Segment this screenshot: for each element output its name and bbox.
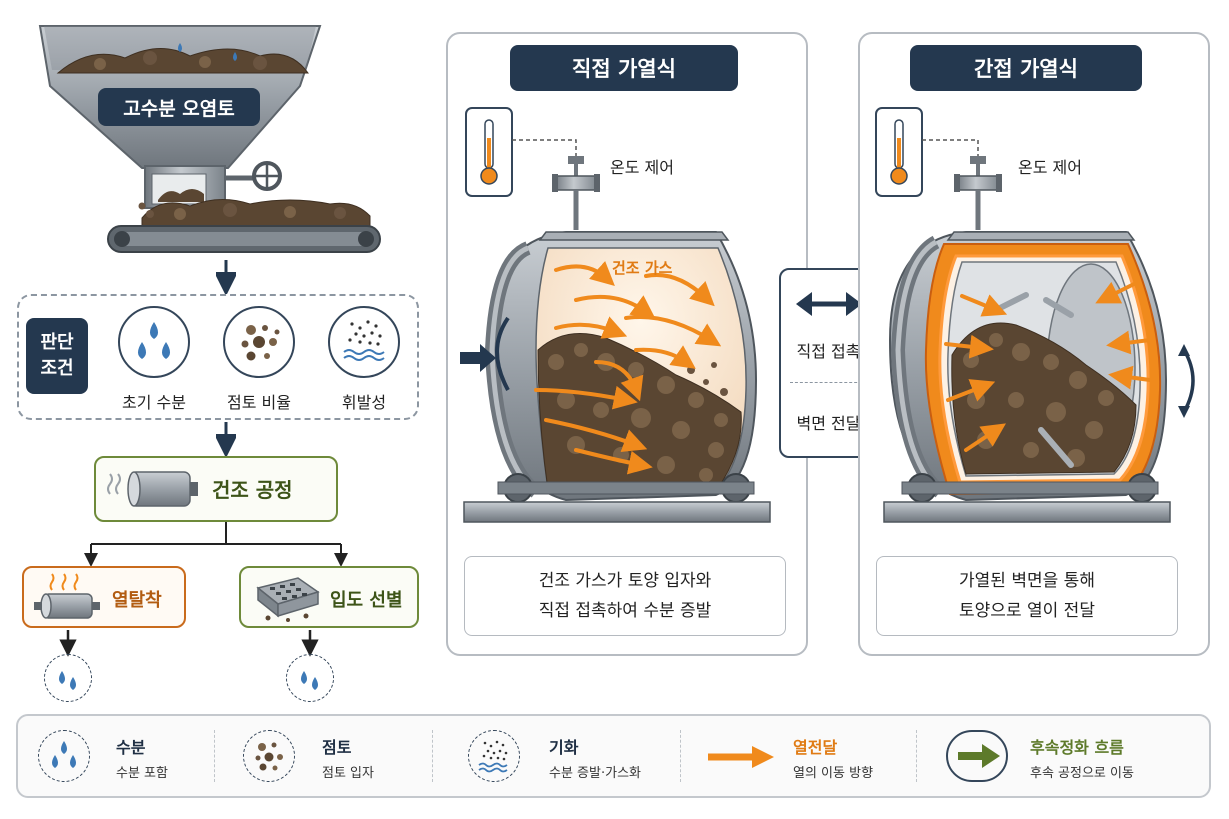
vapor-icon <box>478 740 508 773</box>
orange-arrow-icon <box>708 746 774 768</box>
comparison-divider <box>790 382 867 383</box>
legend-flow-desc: 후속 공정으로 이동 <box>1030 766 1134 781</box>
legend-green-circle <box>946 730 1008 782</box>
comparison-top-label: 직접 접촉 <box>796 342 861 361</box>
thermal-desorption-label: 열탈착 <box>112 590 162 611</box>
sieve-screen-icon <box>256 577 320 622</box>
direct-caption-line2: 직접 접촉하여 수분 증발 <box>538 601 712 621</box>
output-water-circle-2 <box>286 654 334 702</box>
clay-particles-icon <box>241 325 280 361</box>
indirect-temp-label: 온도 제어 <box>1018 158 1082 177</box>
legend-flow-title: 후속정화 흐름 <box>1030 738 1124 757</box>
legend-water-circle <box>38 730 90 782</box>
direct-temp-label: 온도 제어 <box>610 158 674 177</box>
criteria-label-volatility: 휘발성 <box>341 393 387 412</box>
legend-separator-4 <box>916 730 917 782</box>
legend-heat-title: 열전달 <box>793 738 838 757</box>
water-drops-icon <box>301 671 318 690</box>
direct-drum-illustration <box>460 107 771 523</box>
criteria-clay-circle <box>223 306 295 378</box>
criteria-label-line2: 조건 <box>40 358 74 379</box>
criteria-label-line1: 판단 <box>40 332 74 353</box>
output-water-circle-1 <box>44 654 92 702</box>
flow-arrow-4 <box>301 630 319 657</box>
criteria-box <box>17 294 419 420</box>
indirect-caption-line1: 가열된 벽면을 통해 <box>959 571 1095 591</box>
legend-vapor-desc: 수분 증발·가스화 <box>549 766 641 781</box>
indirect-heating-title: 간접 가열식 <box>910 45 1142 91</box>
legend-vapor-title: 기화 <box>549 738 579 757</box>
flow-arrow-2 <box>216 422 236 456</box>
clay-particles-icon <box>255 742 283 771</box>
indirect-caption: 가열된 벽면을 통해 토양으로 열이 전달 <box>876 556 1178 636</box>
water-drops-icon <box>59 671 76 690</box>
indirect-caption-line2: 토양으로 열이 전달 <box>959 601 1095 621</box>
screening-label: 입도 선별 <box>330 590 403 611</box>
criteria-vapor-circle <box>328 306 400 378</box>
drying-drum-icon <box>107 471 198 507</box>
legend-water-title: 수분 <box>116 738 146 757</box>
legend-water-desc: 수분 포함 <box>116 766 168 781</box>
direct-caption: 건조 가스가 토양 입자와 직접 접촉하여 수분 증발 <box>464 556 786 636</box>
drying-label: 건조 공정 <box>212 478 293 502</box>
indirect-drum-illustration <box>875 107 1195 523</box>
criteria-label-clay: 점토 비율 <box>227 393 291 412</box>
flow-arrow-1 <box>216 260 236 294</box>
water-drops-icon <box>138 322 170 359</box>
legend-separator-2 <box>432 730 433 782</box>
criteria-label-water: 초기 수분 <box>122 393 186 412</box>
hopper-label: 고수분 오염토 <box>98 88 260 126</box>
legend-clay-desc: 점토 입자 <box>322 766 374 781</box>
flow-arrow-3 <box>59 630 77 657</box>
vapor-icon <box>343 320 385 361</box>
comparison-bottom-label: 벽면 전달 <box>796 414 861 433</box>
branch-lines <box>84 522 348 567</box>
criteria-water-circle <box>118 306 190 378</box>
legend-clay-circle <box>243 730 295 782</box>
green-arrow-icon <box>958 744 1000 768</box>
water-drops-icon <box>52 741 76 768</box>
direct-gas-label: 건조 가스 <box>612 259 673 277</box>
hopper-illustration <box>38 25 381 253</box>
legend-box <box>16 714 1211 798</box>
legend-heat-desc: 열의 이동 방향 <box>793 766 874 781</box>
direct-caption-line1: 건조 가스가 토양 입자와 <box>538 571 712 591</box>
criteria-label: 판단 조건 <box>26 318 88 394</box>
legend-separator-3 <box>680 730 681 782</box>
legend-separator-1 <box>214 730 215 782</box>
legend-vapor-circle <box>468 730 520 782</box>
heated-drum-icon <box>34 573 100 619</box>
direct-heating-title: 직접 가열식 <box>510 45 738 91</box>
double-arrow-icon <box>796 292 862 316</box>
legend-clay-title: 점토 <box>322 738 352 757</box>
